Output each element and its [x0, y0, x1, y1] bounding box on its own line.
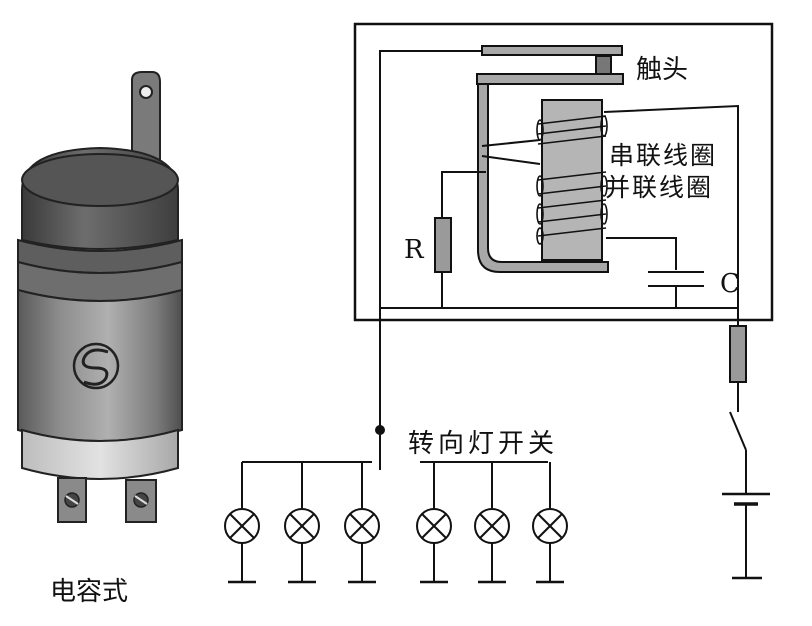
turn-switch-label: 转向灯开关 — [408, 429, 558, 459]
lamp-right-1 — [416, 462, 452, 584]
lamp-left-3 — [344, 462, 380, 584]
resistor-label: R — [404, 235, 425, 265]
battery-symbol — [722, 492, 770, 506]
right-lamp-group — [416, 462, 568, 584]
contact-point — [595, 55, 612, 75]
output-wiring — [242, 310, 548, 470]
terminal-left — [57, 477, 87, 523]
upper-contact-arm — [481, 45, 623, 56]
lamp-left-2 — [284, 462, 320, 584]
iron-core-frame — [477, 83, 609, 273]
coil-core — [541, 99, 603, 261]
can-body — [17, 288, 183, 442]
internal-wiring — [379, 50, 739, 326]
supply-wiring — [729, 382, 747, 578]
top-cap-face — [21, 153, 179, 207]
brand-logo-icon — [72, 342, 120, 390]
mounting-hole — [139, 85, 153, 99]
left-lamp-group — [224, 462, 380, 584]
flasher-type-caption: 电容式 — [50, 577, 128, 607]
capacitor-label: C — [720, 269, 740, 299]
lamp-right-3 — [532, 462, 568, 584]
mounting-tab — [131, 71, 161, 161]
contact-label: 触头 — [636, 55, 688, 85]
relay-enclosure — [353, 22, 774, 322]
capacitor-c — [648, 271, 704, 287]
series-coil-windings — [536, 115, 608, 145]
resistor-r — [434, 217, 452, 273]
lower-contact-arm — [476, 73, 624, 85]
series-coil-label: 串联线圈 — [609, 141, 717, 170]
junction-dot — [375, 425, 385, 435]
bottom-ring — [21, 428, 179, 480]
flasher-unit-illustration — [17, 71, 183, 523]
terminal-right — [125, 479, 157, 523]
power-terminal — [729, 325, 747, 383]
parallel-coil-windings — [536, 171, 608, 245]
lamp-left-1 — [224, 462, 260, 584]
parallel-coil-label: 并联线圈 — [605, 173, 713, 202]
lamp-right-2 — [474, 462, 510, 584]
